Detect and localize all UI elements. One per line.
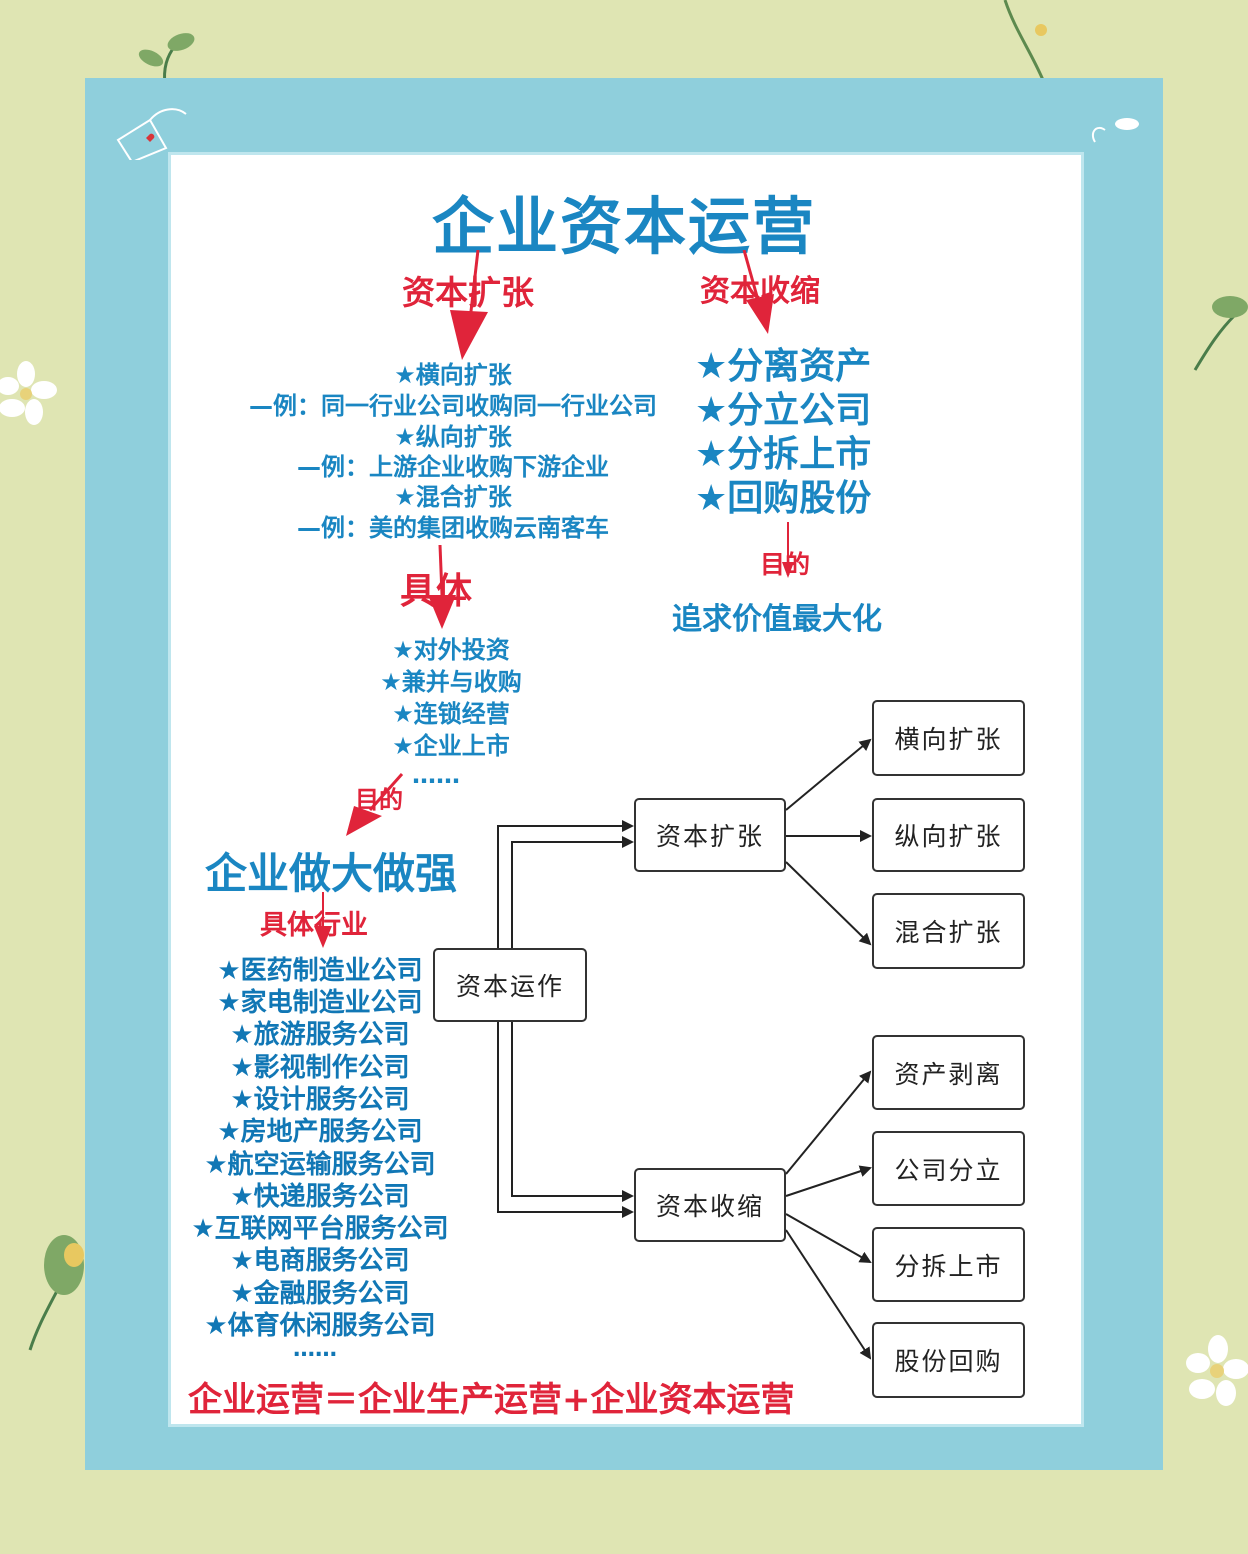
node-contract-child: 分拆上市	[872, 1227, 1025, 1302]
industry-heading: 具体行业	[260, 910, 368, 941]
specific-item: ★企业上市	[392, 732, 510, 760]
contraction-purpose-text: 追求价值最大化	[672, 602, 882, 637]
flower-decoration-right	[1186, 1335, 1248, 1406]
specific-item: ★对外投资	[392, 636, 510, 664]
arrow-down-left-icon	[346, 773, 404, 836]
arrow-down-icon	[782, 522, 794, 578]
arrow-down-icon	[450, 250, 488, 360]
specific-item: ……	[412, 761, 460, 789]
flower-decoration	[0, 361, 57, 425]
expansion-line: ★混合扩张	[394, 483, 512, 511]
industry-item: ★航空运输服务公司	[204, 1150, 436, 1180]
industry-item: ★互联网平台服务公司	[191, 1214, 449, 1244]
node-expand-child: 混合扩张	[872, 893, 1025, 969]
expansion-line: —例：上游企业收购下游企业	[297, 453, 609, 481]
sprout-decoration	[138, 33, 195, 87]
industry-item: ★家电制造业公司	[217, 988, 423, 1018]
page-title: 企业资本运营	[431, 190, 816, 263]
cloud-swirl-icon	[1091, 118, 1139, 143]
industry-item: ★金融服务公司	[230, 1279, 410, 1309]
leaf-decoration	[1193, 296, 1248, 371]
industry-item: ★体育休闲服务公司	[204, 1311, 436, 1341]
bell-flower-decoration	[28, 1235, 84, 1351]
industry-item: ★房地产服务公司	[217, 1117, 423, 1147]
arrow-down-icon	[428, 545, 456, 629]
node-contract-child: 股份回购	[872, 1322, 1025, 1398]
expansion-line: —例：同一行业公司收购同一行业公司	[249, 392, 657, 420]
industry-item: ★设计服务公司	[230, 1085, 410, 1115]
specific-item: ★兼并与收购	[380, 668, 522, 696]
envelope-heart-icon	[116, 108, 187, 160]
arrow-down-icon	[742, 250, 774, 334]
arrow-down-icon	[314, 892, 332, 948]
expansion-line: ★纵向扩张	[394, 423, 512, 451]
node-expand-child: 横向扩张	[872, 700, 1025, 776]
node-expand-child: 纵向扩张	[872, 798, 1025, 872]
node-root: 资本运作	[433, 948, 587, 1022]
contraction-item: ★回购股份	[695, 478, 872, 519]
industry-item: ★影视制作公司	[230, 1053, 410, 1083]
purpose-text: 企业做大做强	[205, 849, 458, 898]
industry-item: ★快递服务公司	[230, 1182, 410, 1212]
contraction-item: ★分拆上市	[695, 434, 872, 475]
industry-item: ★电商服务公司	[230, 1246, 410, 1276]
expansion-line: ★横向扩张	[394, 361, 512, 389]
contraction-item: ★分立公司	[695, 390, 872, 431]
formula-text: 企业运营＝企业生产运营+企业资本运营	[188, 1380, 795, 1420]
specific-item: ★连锁经营	[392, 700, 510, 728]
node-contract-child: 资产剥离	[872, 1035, 1025, 1110]
industry-item: ★旅游服务公司	[230, 1020, 410, 1050]
industry-item: ★医药制造业公司	[217, 956, 423, 986]
node-contract-child: 公司分立	[872, 1131, 1025, 1206]
node-contract: 资本收缩	[634, 1168, 786, 1242]
expansion-heading: 资本扩张	[402, 273, 534, 312]
branch-decoration	[1003, 0, 1047, 81]
node-expand: 资本扩张	[634, 798, 786, 872]
contraction-item: ★分离资产	[695, 346, 872, 387]
industry-item: ……	[293, 1337, 337, 1362]
expansion-line: —例：美的集团收购云南客车	[297, 514, 609, 542]
